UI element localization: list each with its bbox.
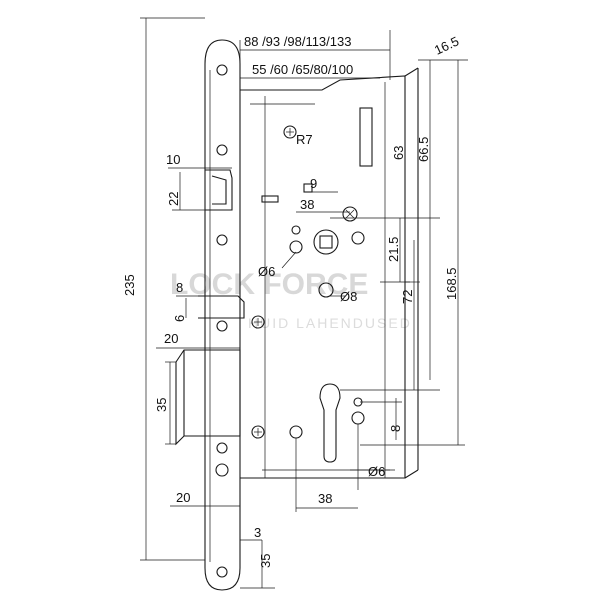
dim-bottom-gap: 3 [254,525,261,540]
deadbolt [175,349,241,446]
dim-faceplate-offset: 16.5 [432,33,461,57]
faceplate [204,39,241,591]
dim-radius: R7 [296,132,313,147]
dim-spindle-spacing: 38 [300,197,314,212]
dim-handle-cylinder: 72 [400,290,415,304]
watermark-tagline: HUID LAHENDUSED [248,315,412,331]
dim-total-fixing: 168.5 [444,267,459,300]
dim-cylinder-offset: 8 [388,425,403,432]
dim-spindle-square: 9 [310,176,317,191]
dim-spindle-upper: 21.5 [386,237,401,262]
dimension-lines [140,17,468,589]
dim-aux-latch-width: 8 [176,280,183,295]
dimension-labels: 235 88 /93 /98/113/133 55 /60 /65/80/100… [122,33,461,568]
latch-bolt [205,169,233,211]
dim-deadbolt-height: 35 [154,398,169,412]
dim-backset-options: 88 /93 /98/113/133 [244,34,351,49]
dim-top-to-spindle: 66.5 [416,137,431,162]
dim-aux-latch-height: 6 [172,315,187,322]
dim-front-bottom-offset: 20 [176,490,190,505]
dim-faceplate-options: 55 /60 /65/80/100 [252,62,353,77]
spindle-follower [289,225,365,298]
dim-latch-width: 10 [166,152,180,167]
dim-aux-hole: Ø8 [340,289,357,304]
cylinder-profile [289,383,365,463]
aux-latch [198,295,245,319]
dim-height-total: 235 [122,274,137,296]
dim-deadbolt-projection: 20 [164,331,178,346]
dim-bottom-fixing: 35 [258,554,273,568]
dim-screw-hole-top: Ø6 [258,264,275,279]
dim-cylinder-spacing: 38 [318,491,332,506]
dim-top-to-handle: 63 [391,146,406,160]
dim-screw-hole-bottom: Ø6 [368,464,385,479]
screw-heads [251,125,358,439]
dim-latch-height: 22 [166,192,181,206]
